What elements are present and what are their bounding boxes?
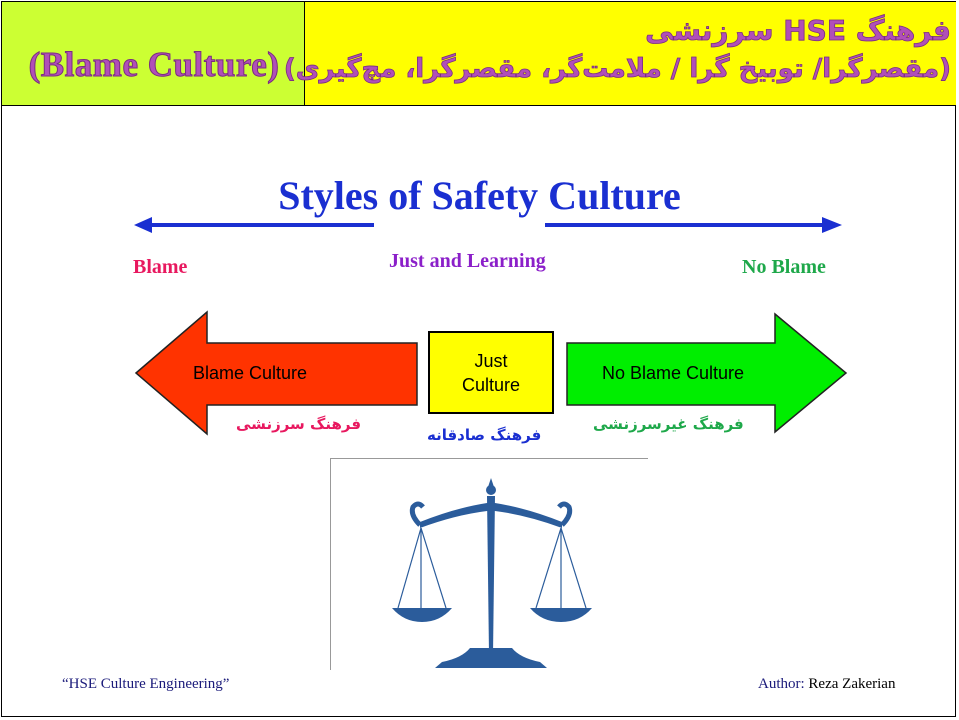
scale-image-frame — [330, 458, 648, 670]
no-blame-culture-label: No Blame Culture — [602, 363, 745, 383]
no-blame-culture-persian-label: فرهنگ غیرسرزنشی — [593, 415, 744, 433]
footer-author-label: Author: — [758, 676, 805, 692]
just-culture-line1: Just — [474, 350, 508, 371]
just-culture-persian-label: فرهنگ صادقانه — [427, 426, 542, 444]
just-culture-line2: Culture — [461, 374, 521, 395]
blame-culture-label: Blame Culture — [193, 363, 308, 383]
blame-culture-arrow — [134, 310, 418, 436]
header-left-panel — [2, 2, 305, 106]
header-persian-title: فرهنگ HSE سرزنشی — [645, 14, 952, 48]
spectrum-label-just-learning: Just and Learning — [389, 250, 546, 272]
main-title: Styles of Safety Culture — [278, 173, 681, 218]
header-right-panel — [305, 2, 956, 106]
just-culture-box: Just Culture — [428, 331, 554, 414]
footer-author: Author: Reza Zakerian — [758, 676, 895, 693]
spectrum-arrow — [134, 217, 842, 233]
header-persian-subtitle: (مقصرگرا/ توبیخ گرا / ملامت‌گر، مقصرگرا،… — [283, 54, 951, 85]
footer-course-title: “HSE Culture Engineering” — [62, 676, 230, 692]
no-blame-culture-arrow — [566, 312, 848, 434]
blame-culture-persian-label: فرهنگ سرزنشی — [236, 415, 362, 433]
spectrum-label-blame: Blame — [133, 256, 188, 278]
header-english-title: (Blame Culture) — [28, 45, 280, 85]
footer-author-name: Reza Zakerian — [808, 676, 896, 692]
spectrum-label-no-blame: No Blame — [742, 256, 826, 278]
scales-of-justice-icon — [392, 478, 592, 668]
